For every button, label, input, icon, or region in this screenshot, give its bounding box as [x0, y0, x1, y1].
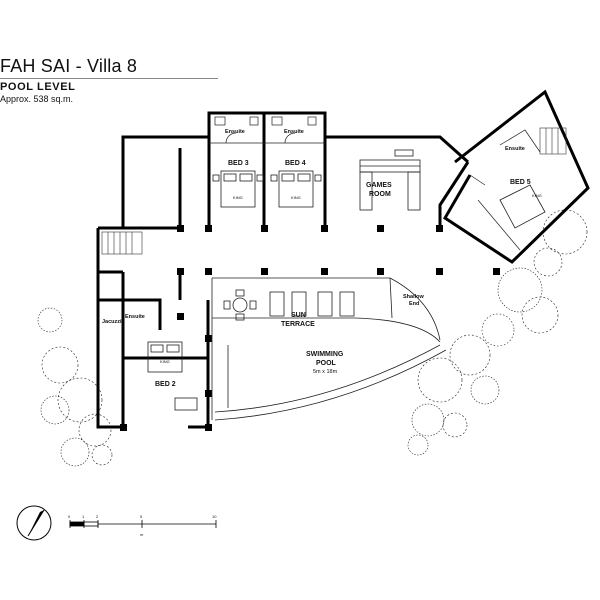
bed2-label: BED 2 [155, 381, 176, 388]
games-room-label-1: GAMES [366, 182, 392, 189]
plan-area: Approx. 538 sq.m. [0, 94, 74, 104]
shallow-end-label-2: End [409, 301, 419, 307]
scale-unit: m [140, 532, 144, 537]
sun-terrace-label-1: SUN [291, 312, 306, 319]
north-arrow-icon [16, 505, 52, 541]
king-bed2-label: KING [160, 359, 170, 364]
vegetation-west [37, 307, 113, 467]
plan-title: FAH SAI - Villa 8 [0, 56, 138, 76]
ensuite-bed4-label: Ensuite [284, 129, 304, 135]
king-bed3-label: KING [233, 195, 243, 200]
pool-size-label: 5m x 18m [313, 369, 338, 375]
ensuite-bed5-label: Ensuite [505, 146, 525, 152]
king-bed4-label: KING [291, 195, 301, 200]
beds [147, 170, 546, 411]
games-room-label-2: ROOM [369, 191, 391, 198]
vegetation-east [407, 209, 588, 456]
sun-terrace-label-2: TERRACE [281, 321, 315, 328]
bed3-label: BED 3 [228, 160, 249, 167]
columns[interactable] [120, 225, 500, 431]
ensuite-bed2-label: Ensuite [125, 314, 145, 320]
shallow-end-label-1: Shallow [403, 294, 425, 300]
scale-bar [69, 520, 217, 528]
scale-labels: 0 1 2 5 10 m [68, 514, 217, 537]
pool-label-2: POOL [316, 360, 337, 367]
title-rule [0, 78, 218, 79]
scale-tick-2: 2 [96, 514, 99, 519]
scale-tick-10: 10 [212, 514, 217, 519]
walls [96, 89, 590, 429]
jacuzzi-label: Jacuzzi [102, 319, 122, 325]
bed4-label: BED 4 [285, 160, 306, 167]
scale-tick-0: 0 [68, 514, 71, 519]
games-furniture [359, 149, 421, 211]
scale-tick-1: 1 [82, 514, 85, 519]
ensuite-bed3-label: Ensuite [225, 129, 245, 135]
plan-subtitle: POOL LEVEL [0, 81, 76, 93]
terrace-pool [211, 277, 447, 421]
king-bed5-label: KING [532, 193, 542, 198]
scale-tick-5: 5 [140, 514, 143, 519]
room-labels: Ensuite Ensuite Ensuite Ensuite Jacuzzi … [102, 129, 542, 388]
bed5-label: BED 5 [510, 179, 531, 186]
pool-label-1: SWIMMING [306, 351, 344, 358]
bed5-interior [469, 129, 541, 251]
ensuite-fixtures [209, 116, 325, 144]
stairs [101, 127, 567, 255]
